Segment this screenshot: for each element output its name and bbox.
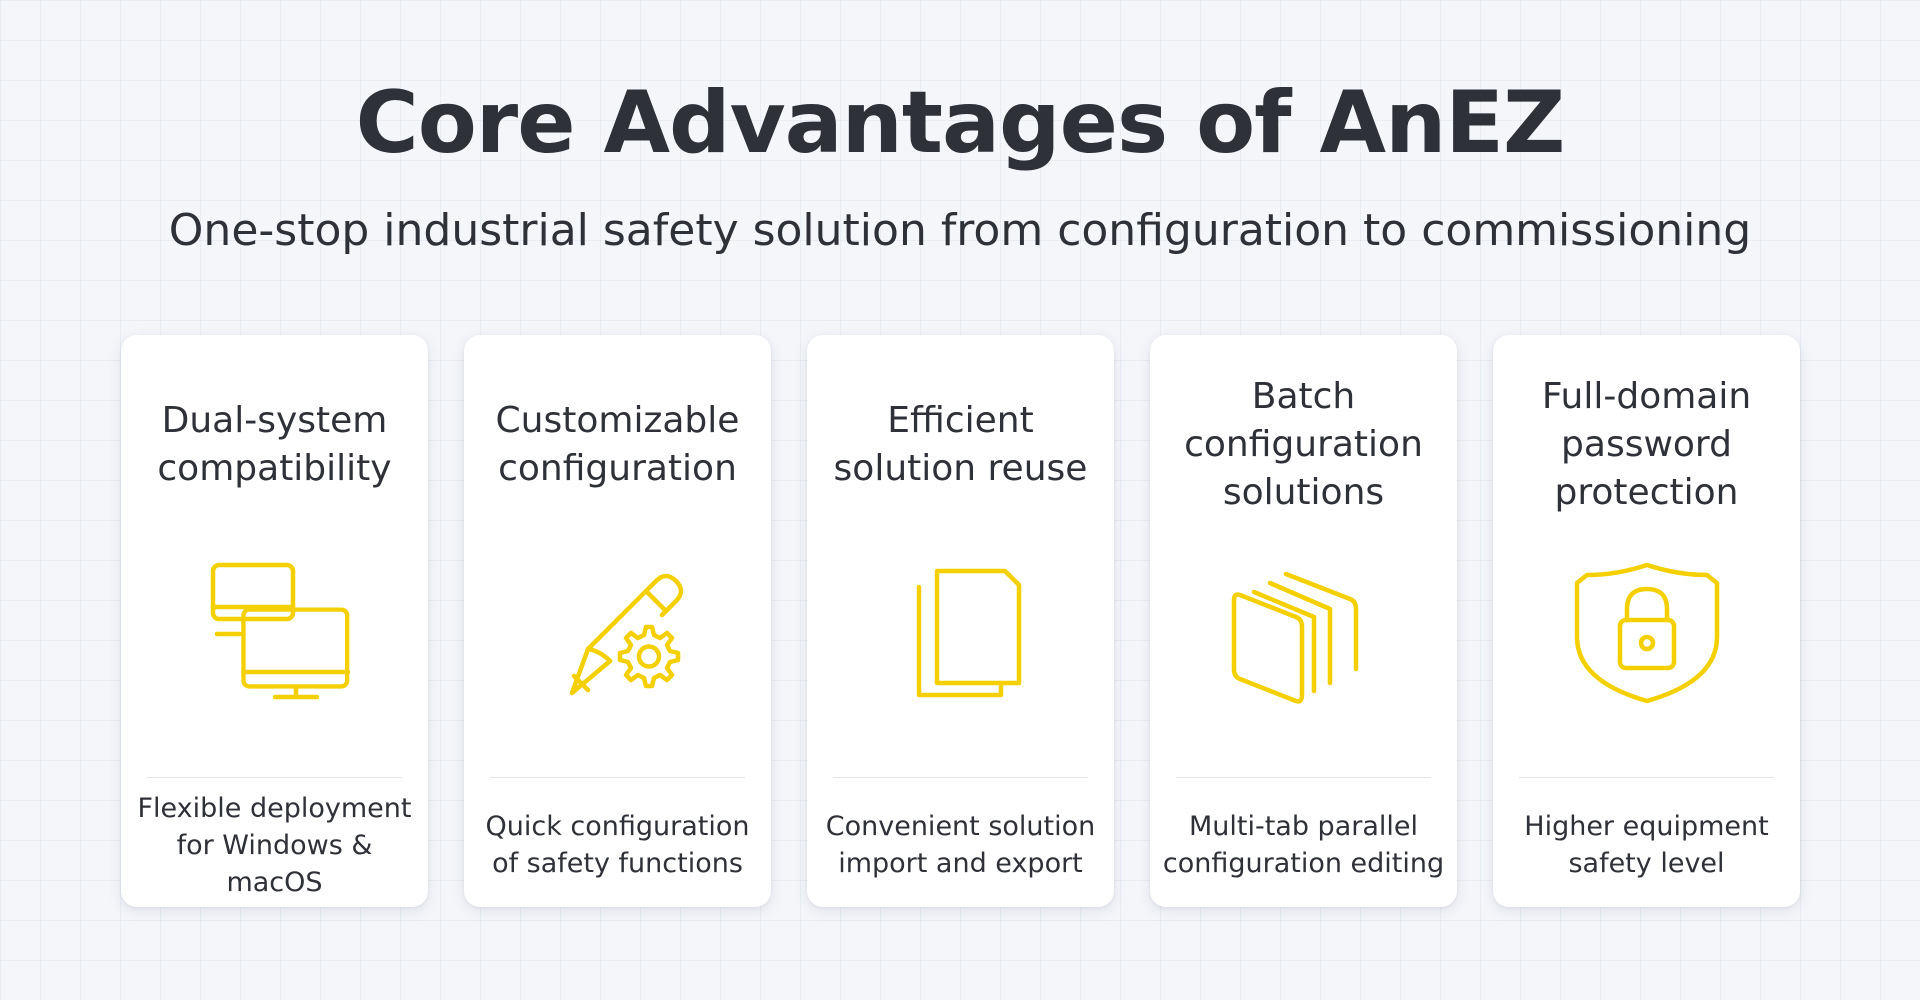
copy-documents-icon: [881, 545, 1041, 705]
card-title: Dual-system compatibility: [157, 400, 392, 489]
card-description-line: of safety functions: [492, 848, 743, 879]
card-description-line: Multi-tab parallel: [1188, 811, 1419, 842]
dual-monitor-icon: [195, 545, 355, 705]
card-divider: [147, 777, 402, 778]
card-title: Customizable configuration: [495, 400, 740, 489]
pencil-gear-icon: [538, 545, 698, 705]
card-title: Full-domain password protection: [1541, 376, 1752, 513]
card-description-line: for Windows & macOS: [176, 829, 373, 898]
card-customizable: Customizable configuration Quick configu…: [464, 335, 771, 907]
card-description-line: Quick configuration: [485, 811, 750, 842]
card-solution-reuse: Efficient solution reuse Convenient solu…: [807, 335, 1114, 907]
card-description-line: Flexible deployment: [137, 792, 412, 824]
card-description: Convenient solution import and export: [815, 795, 1106, 895]
stacked-layers-icon: [1224, 545, 1384, 705]
page-subtitle: One-stop industrial safety solution from…: [168, 205, 1752, 256]
card-password-protection: Full-domain password protection Higher e…: [1493, 335, 1800, 907]
card-divider: [1519, 777, 1774, 778]
card-description: Quick configuration of safety functions: [472, 795, 763, 895]
card-description-line: import and export: [838, 848, 1083, 879]
card-description-line: safety level: [1568, 848, 1725, 879]
card-description-line: Convenient solution: [825, 811, 1096, 842]
card-title: Batch configuration solutions: [1184, 376, 1423, 513]
card-divider: [490, 777, 745, 778]
card-divider: [1176, 777, 1431, 778]
card-batch-config: Batch configuration solutions Multi-tab …: [1150, 335, 1457, 907]
card-divider: [833, 777, 1088, 778]
advantage-cards: Dual-system compatibility Flexible deplo…: [121, 335, 1800, 907]
card-title: Efficient solution reuse: [833, 400, 1088, 489]
card-description-line: Higher equipment: [1524, 811, 1769, 842]
card-description: Multi-tab parallel configuration editing: [1158, 795, 1449, 895]
card-description: Flexible deployment for Windows & macOS: [129, 793, 420, 898]
card-dual-system: Dual-system compatibility Flexible deplo…: [121, 335, 428, 907]
page-title: Core Advantages of AnEZ: [355, 73, 1566, 173]
shield-lock-icon: [1567, 545, 1727, 705]
card-description-line: configuration editing: [1162, 848, 1445, 879]
card-description: Higher equipment safety level: [1501, 795, 1792, 895]
